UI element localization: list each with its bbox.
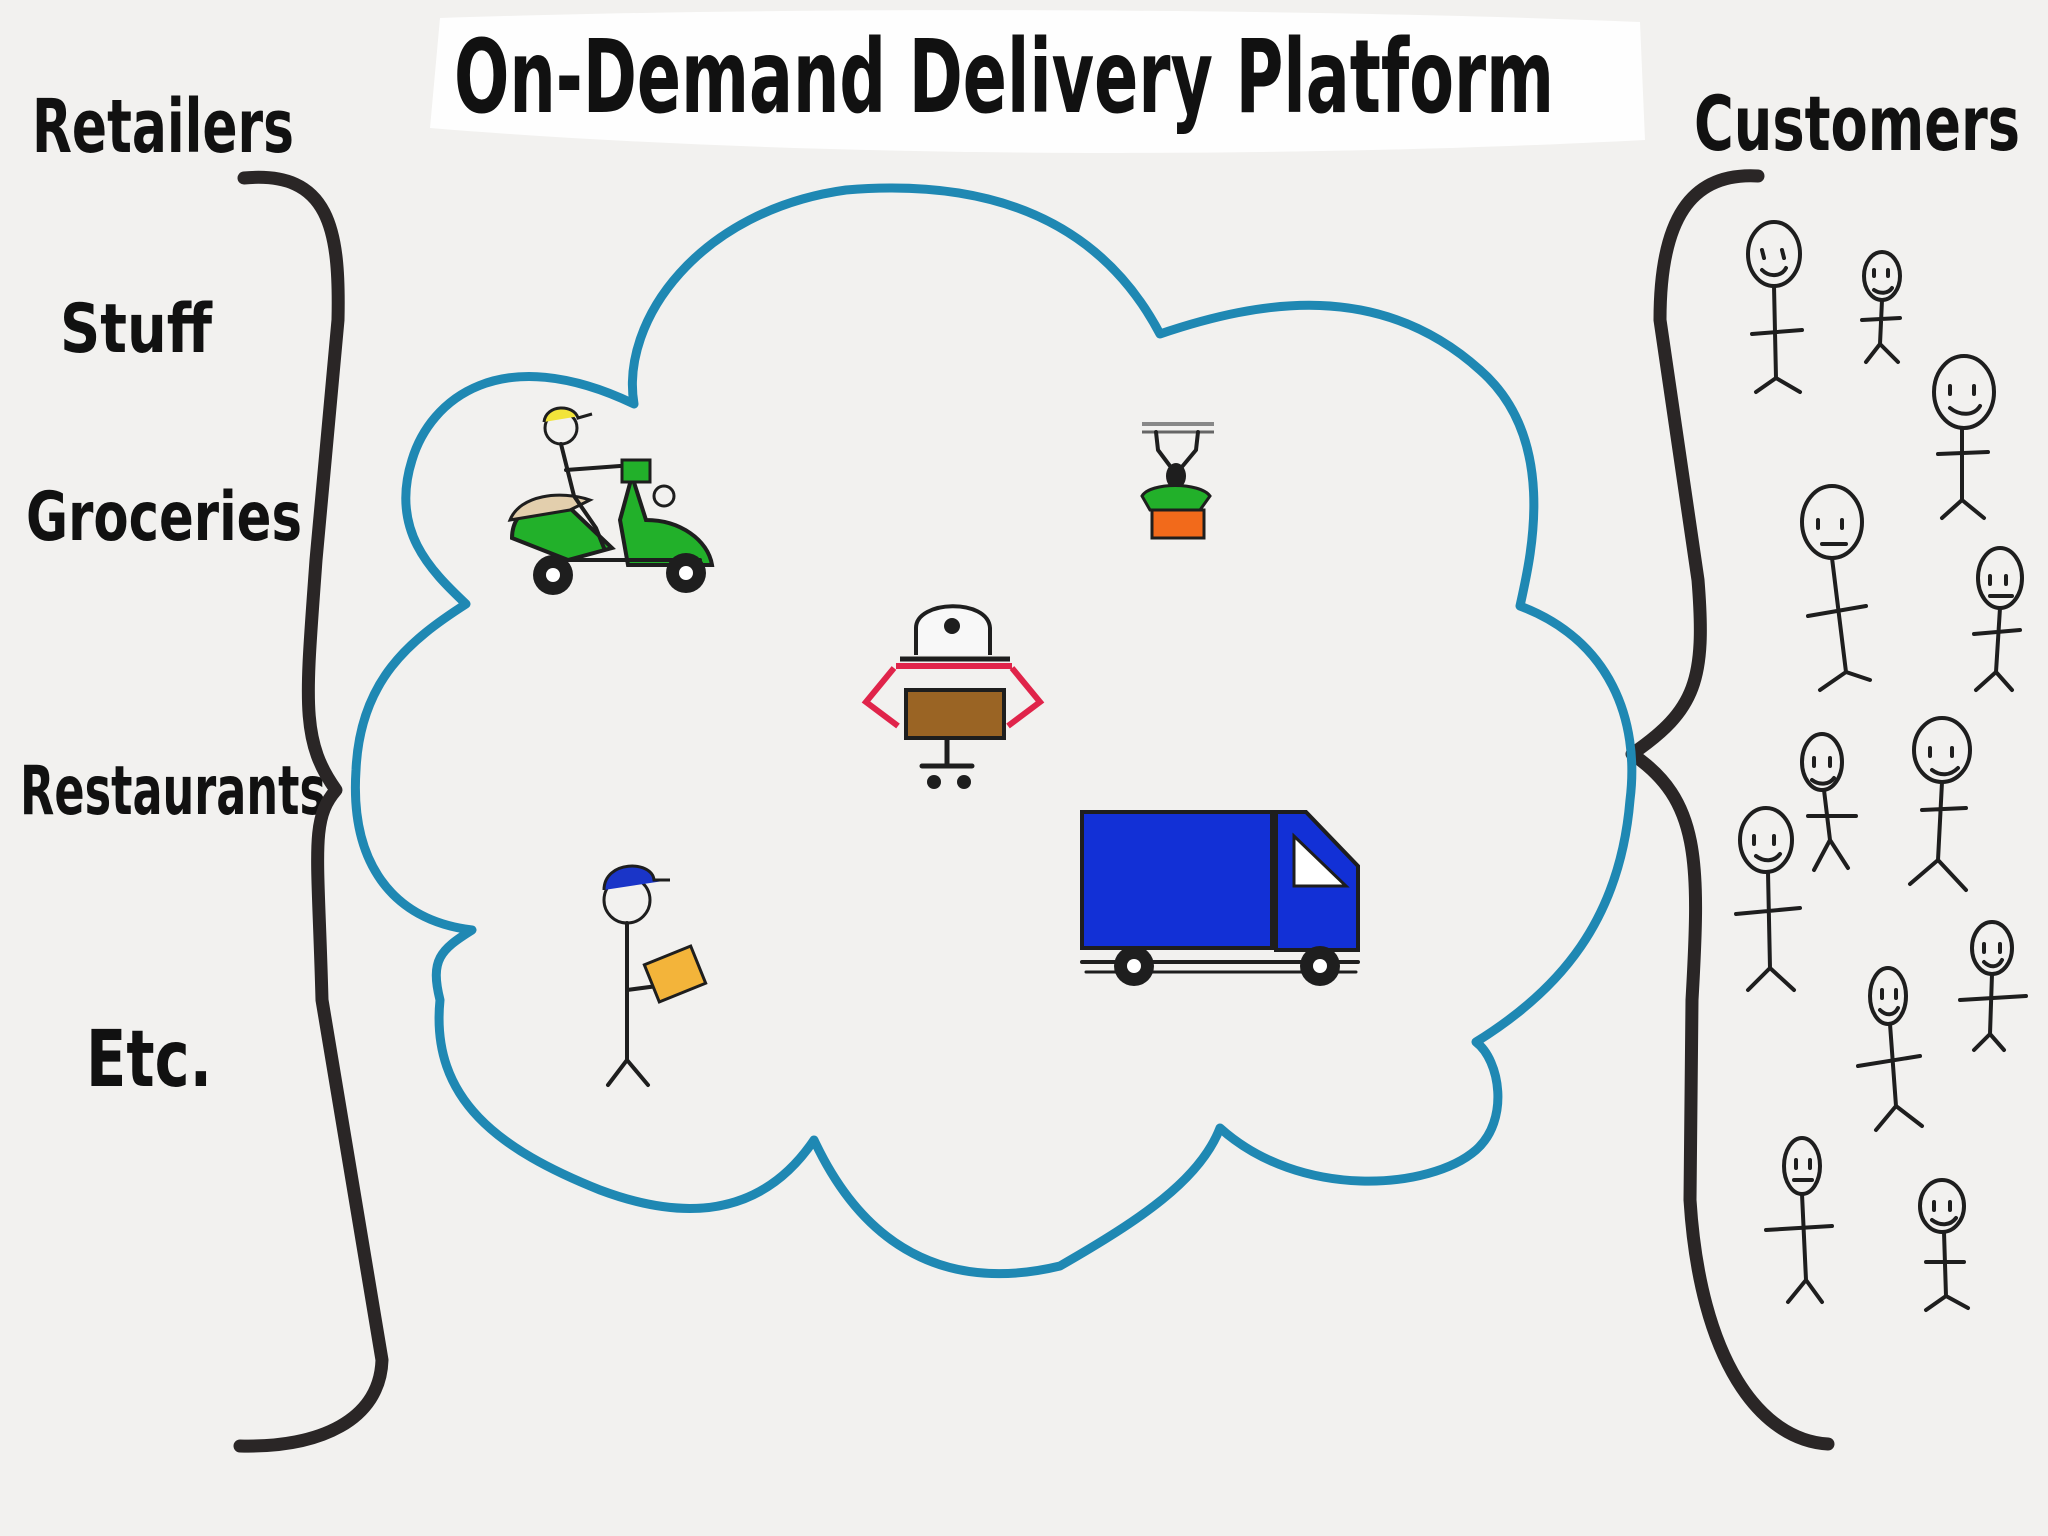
- customer-stick-figure-icon: [1856, 966, 1924, 1132]
- left-curly-bracket: [233, 170, 389, 1453]
- customer-stick-figure-icon: [1800, 732, 1858, 872]
- retailer-item-restaurants: Restaurants: [20, 752, 326, 831]
- customers-heading: Customers: [1694, 79, 2020, 168]
- walking-courier-icon: [602, 864, 708, 1087]
- customer-group: [1734, 220, 2028, 1312]
- delivery-truck-icon: [1080, 810, 1360, 986]
- retailer-item-etc: Etc.: [86, 1015, 212, 1105]
- customer-stick-figure-icon: [1860, 250, 1902, 364]
- right-curly-bracket: [1625, 169, 1835, 1451]
- customer-stick-figure-icon: [1958, 920, 2028, 1052]
- customer-stick-figure-icon: [1764, 1136, 1834, 1304]
- retailers-heading: Retailers: [32, 84, 294, 170]
- customer-stick-figure-icon: [1972, 546, 2024, 692]
- customer-stick-figure-icon: [1932, 354, 1996, 520]
- customer-stick-figure-icon: [1734, 806, 1802, 992]
- title-highlight: [430, 10, 1645, 153]
- diagram-title: On-Demand Delivery Platform: [454, 18, 1554, 137]
- customer-stick-figure-icon: [1800, 484, 1872, 692]
- delivery-robot-icon: [861, 604, 1045, 789]
- customer-stick-figure-icon: [1908, 716, 1972, 892]
- retailer-item-stuff: Stuff: [60, 290, 213, 369]
- customer-stick-figure-icon: [1746, 220, 1804, 394]
- scooter-courier-icon: [507, 406, 715, 595]
- customer-stick-figure-icon: [1918, 1178, 1970, 1312]
- platform-cloud: [350, 183, 1637, 1279]
- retailer-item-groceries: Groceries: [26, 478, 302, 557]
- drone-icon: [1140, 422, 1214, 540]
